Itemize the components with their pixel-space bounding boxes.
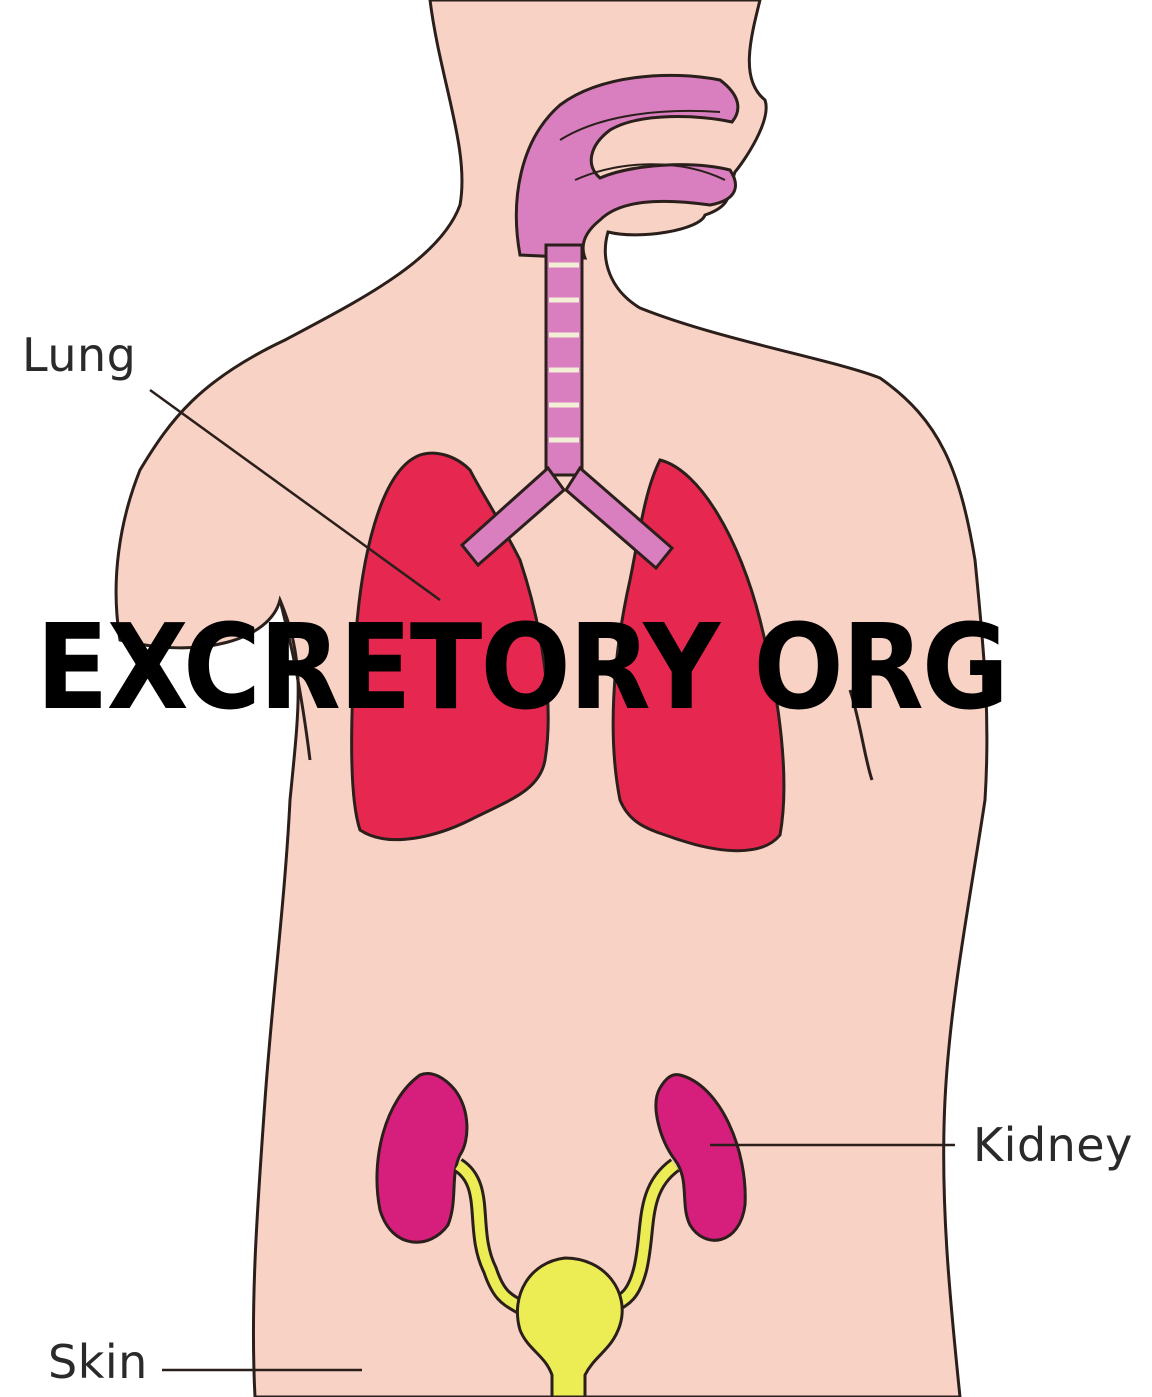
label-skin: Skin bbox=[48, 1335, 148, 1389]
label-lung: Lung bbox=[22, 328, 136, 382]
overlay-title: EXCRETORY ORG bbox=[36, 608, 1007, 726]
label-kidney: Kidney bbox=[973, 1118, 1133, 1172]
